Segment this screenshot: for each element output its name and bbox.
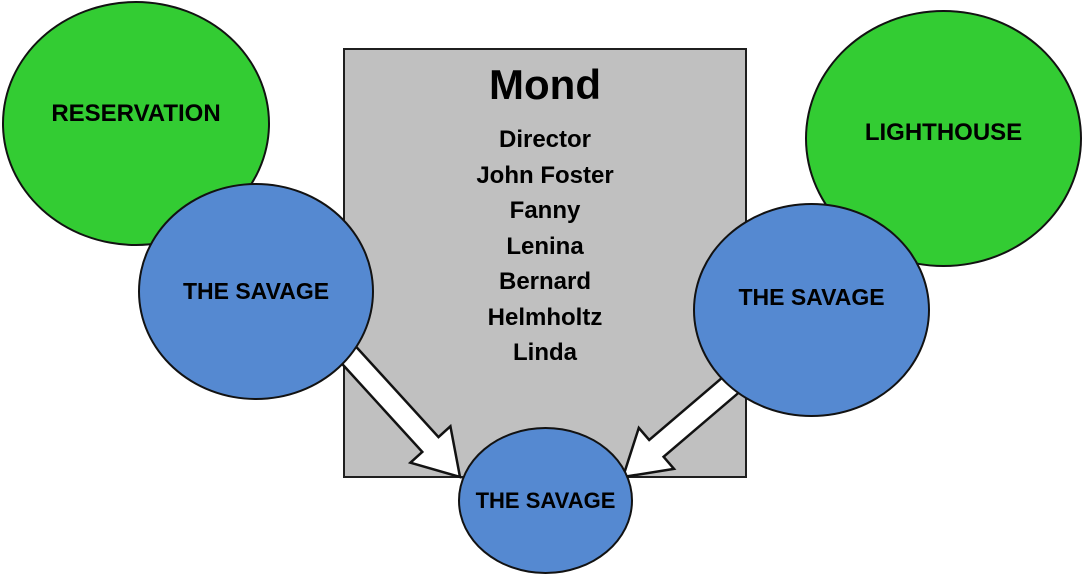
mond-title: Mond: [489, 61, 601, 108]
list-item: Helmholtz: [487, 303, 603, 331]
savage-right-circle: THE SAVAGE: [693, 203, 930, 417]
savage-left-circle: THE SAVAGE: [138, 183, 374, 400]
savage-bottom-circle: THE SAVAGE: [458, 427, 633, 574]
list-item: Fanny: [509, 197, 581, 224]
mond-character-list: Director John Foster Fanny Lenina Bernar…: [345, 122, 745, 371]
mond-box: Mond Director John Foster Fanny Lenina B…: [343, 48, 747, 478]
list-item: John Foster: [476, 161, 614, 189]
list-item: Bernard: [498, 268, 592, 295]
savage-bottom-label: THE SAVAGE: [475, 487, 616, 513]
list-item: Director: [498, 126, 592, 153]
list-item: Linda: [513, 339, 577, 366]
lighthouse-label: LIGHTHOUSE: [864, 118, 1023, 146]
savage-left-label: THE SAVAGE: [182, 278, 330, 304]
list-item: Lenina: [506, 232, 584, 260]
savage-right-label: THE SAVAGE: [738, 283, 885, 310]
reservation-circle: RESERVATION: [2, 1, 270, 246]
lighthouse-circle: LIGHTHOUSE: [805, 10, 1082, 267]
reservation-label: RESERVATION: [51, 99, 221, 127]
